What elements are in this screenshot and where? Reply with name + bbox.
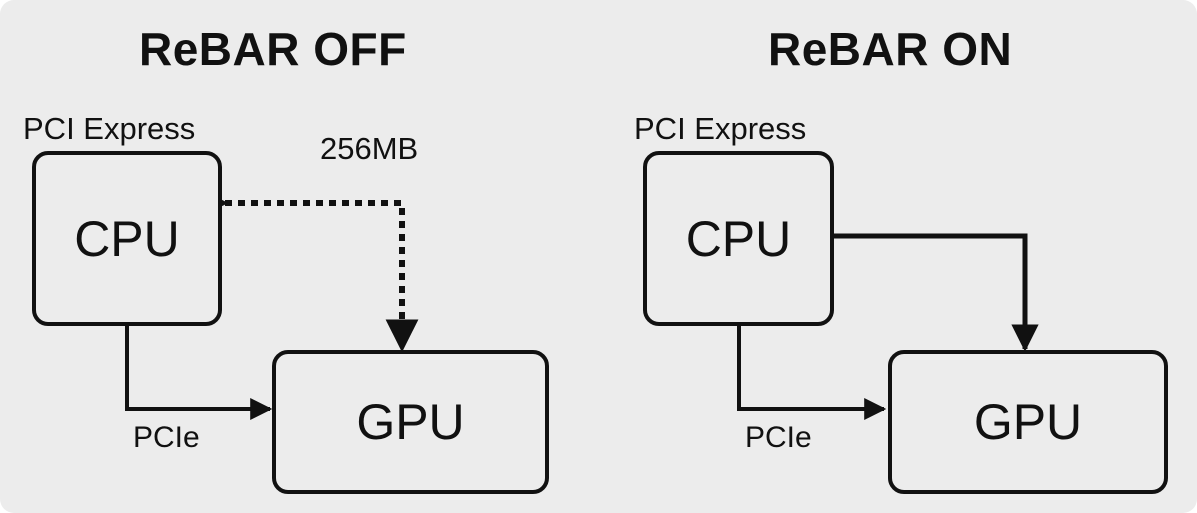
right-bus-label: PCI Express: [634, 111, 807, 146]
left-bus-label: PCI Express: [23, 111, 196, 146]
left-panel-title: ReBAR OFF: [139, 23, 407, 75]
left-gpu-label: GPU: [356, 394, 465, 450]
left-cpu-label: CPU: [74, 210, 180, 267]
right-gpu-label: GPU: [973, 394, 1083, 450]
left-pcie-connector: [116, 304, 273, 420]
right-pcie-connector: [728, 304, 887, 420]
right-pcie-label: PCIe: [745, 421, 812, 454]
left-pcie-label: PCIe: [133, 421, 200, 454]
left-bar-size-label: 256MB: [320, 131, 419, 166]
right-full-access-connector: [834, 233, 1039, 352]
right-gpu-box: GPU: [888, 350, 1168, 494]
right-cpu-box: CPU: [643, 151, 834, 326]
right-cpu-label: CPU: [685, 210, 792, 267]
left-cpu-box: CPU: [32, 151, 222, 326]
left-bar-window-connector: [195, 186, 419, 353]
right-panel-title: ReBAR ON: [768, 23, 1013, 75]
left-gpu-box: GPU: [272, 350, 549, 494]
